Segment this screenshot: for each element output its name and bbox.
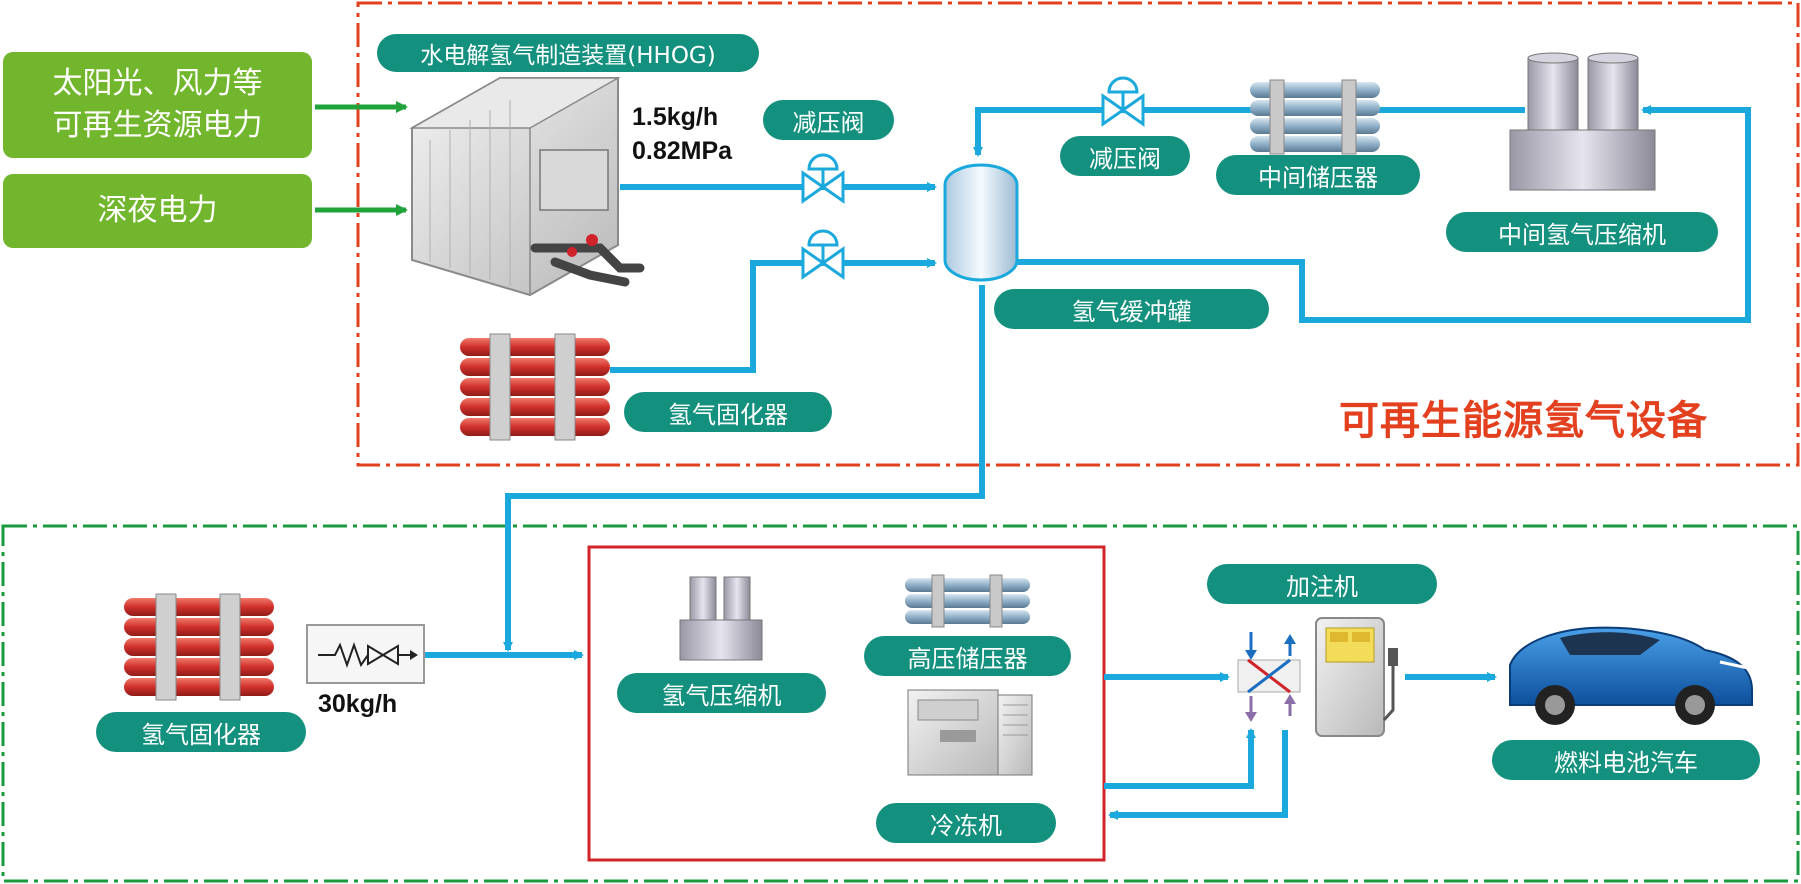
renewable-zone-title: 可再生能源氢气设备 — [1339, 398, 1708, 444]
solidifier-top-image — [460, 333, 610, 441]
renewable-zone-border — [356, 1, 1800, 467]
solidifier-top-label: 氢气固化器 — [624, 392, 832, 432]
renewable-power-source: 太阳光、风力等 可再生资源电力 — [3, 52, 312, 158]
fcv-label: 燃料电池汽车 — [1492, 740, 1760, 780]
intermediate-compressor-image — [1509, 52, 1656, 191]
pipe-solidifier-to-buffer — [610, 258, 937, 373]
chiller-image — [907, 689, 1033, 776]
hp-storage-label: 高压储压器 — [864, 636, 1071, 676]
chiller-label: 冷冻机 — [876, 803, 1056, 843]
intermediate-storage-image — [1250, 79, 1380, 155]
intermediate-storage-label: 中间储压器 — [1216, 155, 1420, 195]
dispenser-label: 加注机 — [1207, 564, 1437, 604]
hp-storage-image — [905, 574, 1030, 628]
pipe-chiller-return-left — [1108, 730, 1288, 820]
dispenser-image — [1315, 617, 1398, 737]
compressor-label: 氢气压缩机 — [617, 673, 826, 713]
hhog-spec: 1.5kg/h 0.82MPa — [632, 103, 733, 165]
pipe-chiller-return-up — [1104, 728, 1256, 789]
valve-top-label: 减压阀 — [1060, 136, 1190, 176]
compressor-image — [679, 576, 763, 661]
valve-b-icon — [801, 229, 845, 280]
valve-a-label: 减压阀 — [763, 100, 894, 140]
heat-exchanger-icon — [1237, 632, 1301, 722]
fuel-cell-car-image — [1509, 626, 1753, 725]
valve-a-icon — [801, 153, 845, 204]
night-power-source: 深夜电力 — [3, 174, 312, 248]
flow-rate-label: 30kg/h — [318, 690, 398, 718]
buffer-tank-image — [943, 163, 1019, 282]
pipe-buffer-down-to-station — [503, 285, 985, 652]
prefilter-valve-box — [306, 624, 425, 684]
hhog-title-label: 水电解氢气制造装置(HHOG) — [377, 34, 759, 72]
valve-top-icon — [1101, 76, 1145, 127]
station-zone-border — [1, 524, 1800, 883]
buffer-tank-label: 氢气缓冲罐 — [994, 289, 1269, 329]
solidifier-bottom-label: 氢气固化器 — [96, 712, 306, 752]
intermediate-compressor-label: 中间氢气压缩机 — [1446, 212, 1718, 252]
pipe-buffer-to-compressor-loop — [1015, 105, 1751, 323]
solidifier-bottom-image — [124, 593, 274, 701]
station-core-box — [587, 545, 1106, 862]
hhog-unit-image — [409, 77, 645, 297]
